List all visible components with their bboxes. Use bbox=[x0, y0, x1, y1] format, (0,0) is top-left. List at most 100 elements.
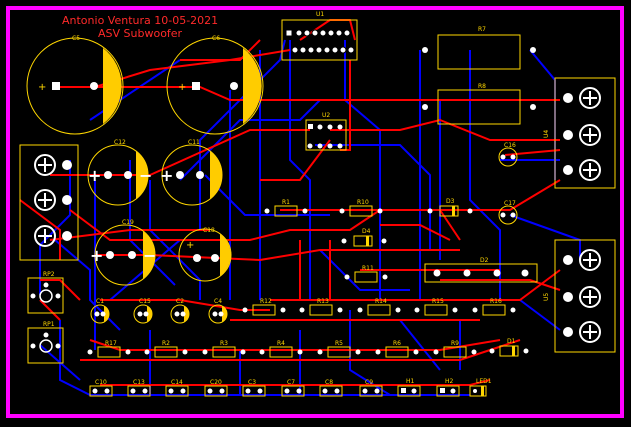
label-r1: R1 bbox=[282, 199, 290, 206]
resistor-r5[interactable]: R5 bbox=[317, 340, 361, 358]
top-copper-layer bbox=[19, 19, 561, 386]
terminal-block-u4[interactable]: U4 bbox=[543, 77, 616, 189]
capacitor-c3[interactable]: C3 bbox=[242, 379, 266, 397]
resistor-r2[interactable]: R2 bbox=[144, 340, 188, 358]
minus-mark-c12: − bbox=[139, 166, 152, 185]
resistor-r17[interactable]: R17 bbox=[87, 340, 131, 358]
label-r11: R11 bbox=[362, 265, 374, 272]
resistor-r7[interactable]: R7 bbox=[422, 26, 536, 70]
resistor-r16[interactable]: R16 bbox=[472, 298, 516, 316]
resistor-r10[interactable]: R10 bbox=[339, 199, 383, 217]
label-h2: H2 bbox=[445, 378, 454, 385]
label-c20: C20 bbox=[210, 379, 222, 386]
capacitor-c10[interactable]: C10 bbox=[89, 379, 113, 397]
label-r17: R17 bbox=[105, 340, 117, 347]
label-d2: D2 bbox=[480, 257, 489, 264]
label-c11: C11 bbox=[188, 139, 200, 146]
label-r16: R16 bbox=[490, 298, 502, 305]
label-c17: C17 bbox=[504, 200, 516, 207]
label-c10: C10 bbox=[95, 379, 107, 386]
resistor-r13[interactable]: R13 bbox=[299, 298, 343, 316]
capacitor-c20[interactable]: C20 bbox=[204, 379, 228, 397]
plus-mark-c18: + bbox=[186, 240, 194, 251]
capacitor-c14[interactable]: C14 bbox=[165, 379, 189, 397]
capacitor-c1[interactable]: C1 bbox=[90, 298, 110, 324]
label-u2: U2 bbox=[322, 112, 330, 119]
header-h1[interactable]: H1 bbox=[397, 378, 421, 397]
plus-mark-c11: + bbox=[160, 166, 173, 185]
label-r3: R3 bbox=[220, 340, 228, 347]
terminal-block-left[interactable] bbox=[19, 144, 79, 261]
potentiometer-rp2[interactable]: RP2 bbox=[27, 271, 64, 314]
resistor-r15[interactable]: R15 bbox=[414, 298, 458, 316]
bridge-d2[interactable]: D2 bbox=[424, 257, 538, 283]
label-rp1: RP1 bbox=[43, 321, 55, 328]
capacitor-c5[interactable]: C5 + bbox=[26, 35, 124, 135]
label-led1: LED1 bbox=[476, 378, 492, 385]
resistor-r14[interactable]: R14 bbox=[357, 298, 401, 316]
resistor-r6[interactable]: R6 bbox=[375, 340, 419, 358]
resistor-r3[interactable]: R3 bbox=[202, 340, 246, 358]
capacitor-c19[interactable]: C19 + − bbox=[90, 219, 156, 286]
label-c15: C15 bbox=[139, 298, 151, 305]
label-c6: C6 bbox=[212, 35, 220, 42]
label-r2: R2 bbox=[162, 340, 170, 347]
capacitor-c4[interactable]: C4 bbox=[208, 298, 228, 324]
label-c16: C16 bbox=[504, 142, 516, 149]
label-r5: R5 bbox=[335, 340, 343, 347]
ic-u2[interactable]: U2 bbox=[305, 112, 347, 151]
plus-mark-c19: + bbox=[90, 246, 103, 265]
label-u4: U4 bbox=[543, 130, 550, 138]
plus-mark-c12: + bbox=[88, 166, 101, 185]
cap-row-bottom: C10 C13 C14 C20 C3 C7 C8 C9 bbox=[89, 379, 383, 397]
resistor-row-bottom: R17 R2 R3 R4 R5 R6 R9 bbox=[87, 340, 477, 358]
label-r9: R9 bbox=[451, 340, 459, 347]
label-r12: R12 bbox=[260, 298, 272, 305]
resistor-r8[interactable]: R8 bbox=[422, 83, 536, 125]
label-c9: C9 bbox=[365, 379, 373, 386]
label-h1: H1 bbox=[406, 378, 415, 385]
label-r8: R8 bbox=[478, 83, 486, 90]
capacitor-c12[interactable]: C12 + − bbox=[87, 139, 152, 206]
label-c18: C18 bbox=[203, 227, 215, 234]
capacitor-c9[interactable]: C9 bbox=[359, 379, 383, 397]
resistor-r11[interactable]: R11 bbox=[344, 265, 388, 283]
capacitor-c8[interactable]: C8 bbox=[319, 379, 343, 397]
diode-d4[interactable]: D4 bbox=[341, 228, 387, 247]
label-d3: D3 bbox=[446, 198, 455, 205]
label-d4: D4 bbox=[362, 228, 371, 235]
capacitor-c18[interactable]: C18 + bbox=[178, 227, 232, 282]
plus-mark-c5: + bbox=[38, 82, 46, 93]
label-r6: R6 bbox=[393, 340, 401, 347]
label-d1: D1 bbox=[507, 338, 516, 345]
capacitor-c7[interactable]: C7 bbox=[281, 379, 305, 397]
resistor-r4[interactable]: R4 bbox=[259, 340, 303, 358]
terminal-block-u5[interactable]: U5 bbox=[543, 239, 616, 353]
resistor-r1[interactable]: R1 bbox=[264, 199, 308, 217]
capacitor-c15[interactable]: C15 bbox=[133, 298, 153, 324]
label-c7: C7 bbox=[287, 379, 295, 386]
capacitor-c6[interactable]: C6 + bbox=[166, 35, 264, 135]
ic-u1[interactable]: U1 bbox=[281, 11, 358, 61]
resistor-r9[interactable]: R9 bbox=[433, 340, 477, 358]
label-c3: C3 bbox=[248, 379, 256, 386]
diode-d1[interactable]: D1 bbox=[489, 338, 529, 357]
diode-d3[interactable]: D3 bbox=[427, 198, 473, 217]
resistor-r12[interactable]: R12 bbox=[242, 298, 286, 316]
capacitor-c17[interactable]: C17 bbox=[498, 200, 518, 225]
label-r13: R13 bbox=[317, 298, 329, 305]
led-led1[interactable]: LED1 bbox=[469, 378, 492, 397]
label-c13: C13 bbox=[133, 379, 145, 386]
label-rp2: RP2 bbox=[43, 271, 55, 278]
plus-mark-c6: + bbox=[178, 82, 186, 93]
capacitor-c11[interactable]: C11 + bbox=[160, 139, 223, 206]
capacitor-c2[interactable]: C2 bbox=[170, 298, 190, 324]
label-r7: R7 bbox=[478, 26, 486, 33]
header-h2[interactable]: H2 bbox=[436, 378, 460, 397]
capacitor-c16[interactable]: C16 bbox=[498, 142, 518, 167]
potentiometer-rp1[interactable]: RP1 bbox=[27, 321, 64, 364]
capacitor-c13[interactable]: C13 bbox=[127, 379, 151, 397]
label-r14: R14 bbox=[375, 298, 387, 305]
